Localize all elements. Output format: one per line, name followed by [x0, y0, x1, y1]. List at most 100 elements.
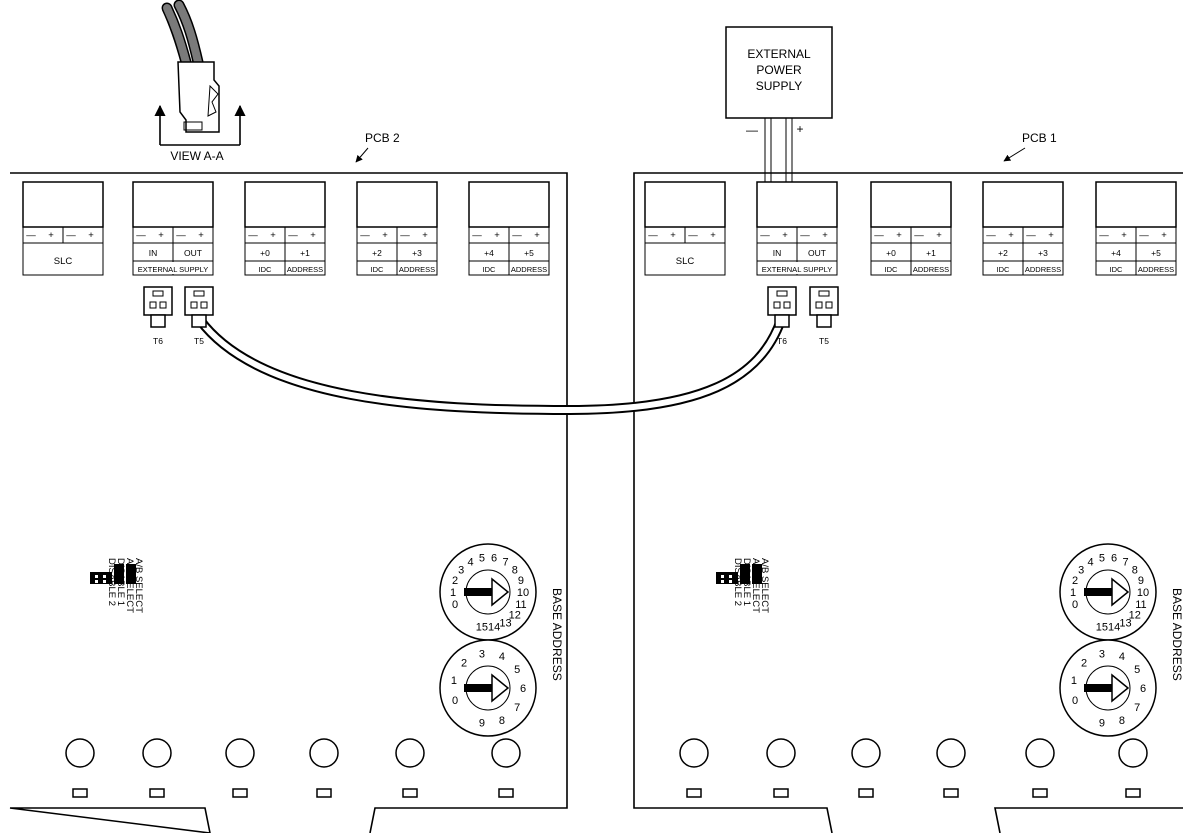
pcb1-jumper-pin	[729, 575, 732, 578]
pcb2-led-hole	[142, 738, 172, 768]
pcb2-jumper-label: A/B SELECT	[133, 558, 144, 613]
pcb2-terminal-polarity: —	[26, 230, 36, 241]
pcb2-dial-number: 14	[488, 622, 500, 634]
pcb1-dial-number: 5	[1134, 664, 1140, 676]
pcb2-dial-number: 4	[499, 651, 505, 663]
pcb2-connector-key	[152, 290, 164, 297]
pcb2-idc-footer: IDC	[371, 265, 385, 274]
pcb1-dial-number: 10	[1137, 587, 1149, 599]
supply-label-line-2: POWER	[756, 63, 802, 77]
pcb2-dial-number: 12	[509, 610, 521, 622]
pcb2-dial-number: 7	[502, 557, 508, 569]
pcb2-connector-header	[143, 286, 173, 316]
pcb1-terminal-polarity: —	[800, 230, 810, 241]
pcb1-callout-label: PCB 1	[1022, 131, 1057, 145]
pcb1-jumper-pin	[721, 575, 724, 578]
pcb2-jumper-pin	[95, 575, 98, 578]
pcb1-dial-number: 2	[1081, 658, 1087, 670]
pcb2-base-address-label: BASE ADDRESS	[550, 588, 564, 681]
pcb1-dial-number: 3	[1078, 565, 1084, 577]
pcb2-led-pad	[316, 788, 332, 798]
pcb1-dial-pointer-head	[1111, 577, 1130, 607]
pcb2-jumper-pin	[95, 580, 98, 583]
pcb1-jumper-label: A/B SELECT	[759, 558, 770, 613]
pcb1-terminal-polarity: +	[670, 230, 676, 241]
pcb1-dial-pointer-bar	[1084, 588, 1112, 596]
pcb2-dial-number: 5	[514, 664, 520, 676]
supply-minus-label: —	[746, 123, 758, 137]
pcb2-terminal-polarity: +	[422, 230, 428, 241]
pcb2-connector-stem	[191, 314, 207, 328]
pcb2-dial-pointer-head	[491, 673, 510, 703]
pcb1-address-footer: ADDRESS	[1025, 265, 1061, 274]
pcb1-outline	[633, 172, 1183, 834]
pcb2-led-pad	[232, 788, 248, 798]
pcb2-led-hole	[309, 738, 339, 768]
pcb1-terminal-block	[644, 181, 726, 228]
pcb2-terminal-block	[356, 181, 438, 228]
pcb2-dial-number: 6	[520, 683, 526, 695]
pcb1-dial-number: 5	[1099, 553, 1105, 565]
pcb2-idc-footer: IDC	[483, 265, 497, 274]
pcb2-connector-label: T6	[153, 336, 163, 346]
supply-label-line-1: EXTERNAL	[747, 47, 811, 61]
pcb2-led-pad	[149, 788, 165, 798]
pcb1-led-hole	[766, 738, 796, 768]
pcb1-address-footer: ADDRESS	[1138, 265, 1174, 274]
pcb1-terminal-block	[982, 181, 1064, 228]
pcb2-callout-arrow	[355, 147, 369, 163]
pcb1-led-hole	[851, 738, 881, 768]
pcb1-jumper-pin	[721, 580, 724, 583]
pcb1-connector-pin	[815, 301, 823, 309]
pcb1-idc-footer: IDC	[997, 265, 1011, 274]
pcb2-jumper-pin	[103, 580, 106, 583]
connector-latch	[207, 84, 219, 117]
pcb1-dial-number: 0	[1072, 695, 1078, 707]
pcb1-dial-number: 7	[1134, 702, 1140, 714]
pcb2-dial-pointer-bar	[464, 684, 492, 692]
pcb1-terminal-polarity: +	[936, 230, 942, 241]
view-label: VIEW A-A	[170, 149, 223, 163]
pcb2-terminal-polarity: +	[158, 230, 164, 241]
pcb2-terminal-polarity: +	[534, 230, 540, 241]
pcb2-address-footer: ADDRESS	[511, 265, 547, 274]
pcb2-led-pad	[402, 788, 418, 798]
pcb2-led-hole	[65, 738, 95, 768]
pcb1-dial-number: 3	[1099, 649, 1105, 661]
pcb1-terminal-polarity: +	[822, 230, 828, 241]
pcb1-led-hole	[936, 738, 966, 768]
pcb2-slc-label: SLC	[54, 256, 73, 267]
pcb2-terminal-polarity: —	[66, 230, 76, 241]
pcb1-terminal-polarity: +	[1121, 230, 1127, 241]
pcb1-terminal-polarity: —	[688, 230, 698, 241]
pcb1-terminal-polarity: +	[1161, 230, 1167, 241]
pcb1-terminal-label-left: +2	[998, 248, 1008, 258]
pcb2-led-hole	[395, 738, 425, 768]
pcb1-dial-number: 9	[1099, 718, 1105, 730]
pcb2-dial-number: 8	[499, 715, 505, 727]
pcb2-terminal-polarity: —	[248, 230, 258, 241]
pcb1-dial-number: 8	[1119, 715, 1125, 727]
pcb1-jumper-dual	[716, 572, 738, 584]
pcb2-connector-pin	[190, 301, 198, 309]
pcb1-terminal-polarity: +	[896, 230, 902, 241]
pcb2-jumper-disable-1	[114, 564, 124, 584]
pcb1-led-pad	[1032, 788, 1048, 798]
pcb1-base-address-label: BASE ADDRESS	[1170, 588, 1183, 681]
pcb1-led-hole	[1118, 738, 1148, 768]
pcb2-terminal-label-left: +0	[260, 248, 270, 258]
view-a-a-detail: VIEW A-A	[154, 0, 246, 163]
pcb1-jumper-disable-1	[740, 564, 750, 584]
pcb2-callout-label: PCB 2	[365, 131, 400, 145]
pcb1-terminal-label-right: +3	[1038, 248, 1048, 258]
pcb2-terminal-block	[132, 181, 214, 228]
pcb1-connector-stem	[816, 314, 832, 328]
pcb2-jumper-pin	[103, 575, 106, 578]
pcb2-terminal-polarity: —	[176, 230, 186, 241]
